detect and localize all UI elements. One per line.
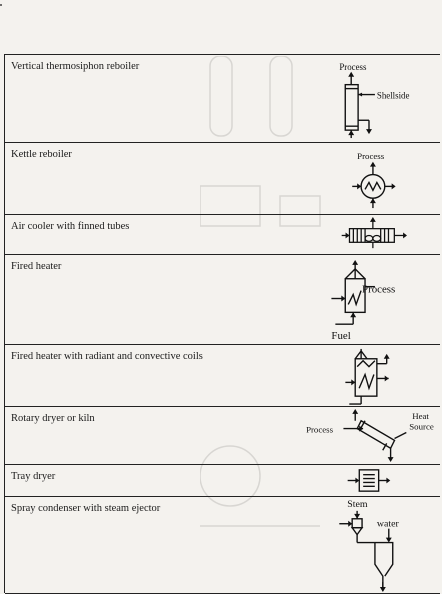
fired-heater-icon: Process Fuel [331, 259, 395, 342]
equipment-name: Kettle reboiler [11, 149, 72, 160]
table-row: Fired heater Process Fuel [5, 255, 440, 345]
process-label: Process [306, 425, 334, 435]
table-row: Fired heater with radiant and convective… [5, 345, 440, 407]
bleed-through-graphics [200, 56, 321, 527]
equipment-name: Tray dryer [11, 471, 56, 482]
table-row: Vertical thermosiphon reboiler Process S… [5, 55, 440, 143]
equipment-name: Air cooler with finned tubes [11, 221, 130, 232]
process-label: Process [339, 62, 367, 72]
fired-heater-radiant-convective-icon [345, 348, 390, 405]
table-row: Air cooler with finned tubes [5, 215, 440, 255]
process-label: Process [357, 151, 385, 161]
tray-dryer-icon [347, 469, 391, 492]
stem-label: Stem [347, 499, 368, 510]
equipment-name: Spray condenser with steam ejector [11, 503, 161, 514]
source-label: Source [409, 422, 434, 432]
equipment-name: Vertical thermosiphon reboiler [11, 61, 140, 72]
vertical-thermosiphon-reboiler-icon: Process Shellside [339, 62, 410, 139]
kettle-reboiler-icon: Process [352, 151, 396, 209]
process-label: Process [362, 284, 395, 296]
equipment-name: Fired heater with radiant and convective… [11, 351, 203, 362]
heat-label: Heat [412, 411, 429, 421]
water-label: water [377, 519, 400, 530]
fuel-label: Fuel [331, 330, 350, 342]
table-row: Tray dryer [5, 465, 440, 497]
rotary-dryer-kiln-icon: Process Heat Source [306, 408, 434, 463]
shellside-label: Shellside [377, 91, 410, 101]
air-cooler-finned-tubes-icon [341, 216, 407, 249]
equipment-name: Rotary dryer or kiln [11, 413, 95, 424]
scan-speck [0, 4, 2, 6]
equipment-name: Fired heater [11, 261, 62, 272]
spray-condenser-steam-ejector-icon: Stem water [339, 499, 400, 593]
table-row: Kettle reboiler Process [5, 143, 440, 215]
table-row: Spray condenser with steam ejector Stem … [5, 497, 440, 594]
table-row: Rotary dryer or kiln Process Heat Source [5, 407, 440, 465]
equipment-symbol-table: Vertical thermosiphon reboiler Process S… [4, 54, 440, 594]
